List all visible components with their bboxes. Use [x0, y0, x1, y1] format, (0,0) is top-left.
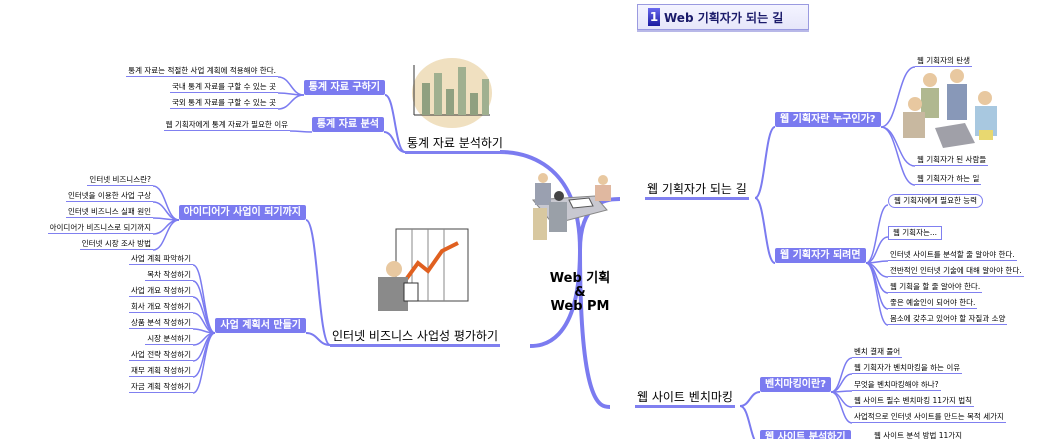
subtopic-box[interactable]: 웹 사이트 분석하기	[760, 430, 851, 439]
leaf-topic[interactable]: 국외 통계 자료를 구할 수 있는 곳	[169, 98, 278, 109]
team-meeting-clipart-icon	[903, 69, 997, 148]
leaf-topic[interactable]: 시장 분석하기	[145, 334, 193, 345]
main-branch-topic[interactable]: 웹 기획자가 되는 길	[645, 182, 749, 200]
connector-line	[739, 391, 761, 407]
leaf-topic[interactable]: 무엇을 벤치마킹해야 하나?	[852, 380, 941, 391]
connector-line	[865, 236, 889, 264]
leaf-topic[interactable]: 국내 통계 자료를 구할 수 있는 곳	[169, 82, 278, 93]
bar-chart-clipart-icon	[412, 58, 492, 128]
central-topic-line2: &	[574, 285, 586, 300]
leaf-topic[interactable]: 벤치 결재 풀어	[852, 347, 903, 358]
central-topic-line1: Web 기획	[549, 271, 611, 286]
connector-line	[865, 262, 889, 326]
connector-line	[305, 219, 331, 346]
connector-line	[383, 131, 406, 153]
business-meeting-clipart-icon	[531, 173, 611, 240]
leaf-topic[interactable]: 인터넷을 이용한 사업 구상	[65, 191, 153, 202]
leaf-topic[interactable]: 사업 계획 파악하기	[129, 254, 193, 265]
leaf-topic[interactable]: 목차 작성하기	[145, 270, 193, 281]
leaf-topic[interactable]: 인터넷 시장 조사 방법	[79, 239, 153, 250]
leaf-topic[interactable]: 인터넷 비즈니스 실패 원인	[65, 207, 153, 218]
leaf-topic[interactable]: 몸소에 갖추고 있어야 할 자질과 소양	[888, 314, 1008, 325]
connector-line	[384, 94, 406, 153]
connector-line	[754, 126, 776, 199]
connector-line	[865, 204, 889, 264]
main-branch-topic[interactable]: 통계 자료 분석하기	[405, 136, 505, 154]
leaf-topic[interactable]: 웹 기획자가 벤치마킹을 하는 이유	[852, 363, 963, 374]
leaf-topic[interactable]: 자금 계획 작성하기	[129, 382, 193, 393]
subtopic-box[interactable]: 웹 기획자란 누구인가?	[775, 112, 881, 127]
leaf-topic[interactable]: 웹 사이트 필수 벤치마킹 11가지 법칙	[852, 396, 975, 407]
connector-line	[880, 126, 916, 186]
connector-line	[192, 280, 216, 334]
connector-line	[739, 405, 756, 439]
subtopic-box[interactable]: 사업 계획서 만들기	[215, 318, 306, 333]
leaf-topic[interactable]: 재무 계획 작성하기	[129, 366, 193, 377]
subtopic-box[interactable]: 아이디어가 사업이 되기까지	[178, 205, 306, 220]
leaf-topic[interactable]: 웹 기획자가 된 사람들	[915, 155, 989, 166]
leaf-topic[interactable]: 사업적으로 인터넷 사이트를 만드는 목적 세가지	[852, 412, 1006, 423]
main-branch-topic[interactable]: 웹 사이트 벤치마킹	[635, 390, 735, 408]
leaf-topic[interactable]: 웹 기획자의 탄생	[915, 56, 973, 67]
main-branch-topic[interactable]: 인터넷 비즈니스 사업성 평가하기	[330, 329, 501, 347]
connector-line	[578, 249, 611, 409]
leaf-topic[interactable]: 아이디어가 비즈니스로 되기까지	[47, 223, 153, 234]
connector-line	[152, 219, 180, 235]
subtopic-box[interactable]: 통계 자료 구하기	[303, 80, 385, 95]
leaf-topic[interactable]: 웹 기획자에게 필요한 능력	[888, 194, 984, 208]
leaf-topic[interactable]: 웹 기획자는...	[888, 226, 943, 240]
connector-line	[499, 150, 582, 251]
leaf-topic[interactable]: 웹 기획자가 하는 일	[915, 174, 982, 185]
central-topic[interactable]: Web 기획 & Web PM	[540, 272, 620, 314]
connector-line	[830, 391, 853, 408]
leaf-topic[interactable]: 인터넷 비즈니스란?	[87, 175, 153, 186]
title-number-badge: 1	[648, 8, 660, 26]
leaf-topic[interactable]: 웹 기획자에게 통계 자료가 필요한 이유	[163, 120, 290, 131]
connector-line	[754, 197, 776, 264]
subtopic-box[interactable]: 웹 기획자가 되려면	[775, 248, 866, 263]
central-topic-line3: Web PM	[550, 299, 610, 314]
connector-line	[305, 332, 331, 346]
subtopic-box[interactable]: 통계 자료 분석	[311, 117, 384, 132]
connector-line	[277, 94, 305, 110]
leaf-topic[interactable]: 회사 개요 작성하기	[129, 302, 193, 313]
leaf-topic[interactable]: 좋은 예술인이 되어야 한다.	[888, 298, 978, 309]
title-text: Web 기획자가 되는 길	[664, 10, 784, 25]
leaf-topic[interactable]: 통계 자료는 적절한 사업 계획에 적용해야 한다.	[126, 66, 278, 77]
presenter-chart-clipart-icon	[378, 228, 469, 311]
connector-line	[192, 332, 216, 394]
leaf-topic[interactable]: 웹 기획을 할 줄 알아야 한다.	[888, 282, 983, 293]
leaf-topic[interactable]: 사업 전략 작성하기	[129, 350, 193, 361]
subtopic-box[interactable]: 벤치마킹이란?	[760, 377, 832, 392]
connector-line	[830, 391, 853, 424]
leaf-topic[interactable]: 전반적인 인터넷 기술에 대해 알아야 한다.	[888, 266, 1024, 277]
page-title: 1 Web 기획자가 되는 길	[637, 4, 809, 30]
connector-line	[289, 130, 313, 133]
leaf-topic[interactable]: 상품 분석 작성하기	[129, 318, 193, 329]
connector-line	[880, 66, 916, 128]
leaf-topic[interactable]: 사업 개요 작성하기	[129, 286, 193, 297]
leaf-topic[interactable]: 웹 사이트 분석 방법 11가지	[872, 431, 964, 439]
connector-line	[152, 219, 180, 251]
leaf-topic[interactable]: 인터넷 사이트를 분석할 줄 알아야 한다.	[888, 250, 1017, 261]
connector-line	[277, 76, 305, 96]
